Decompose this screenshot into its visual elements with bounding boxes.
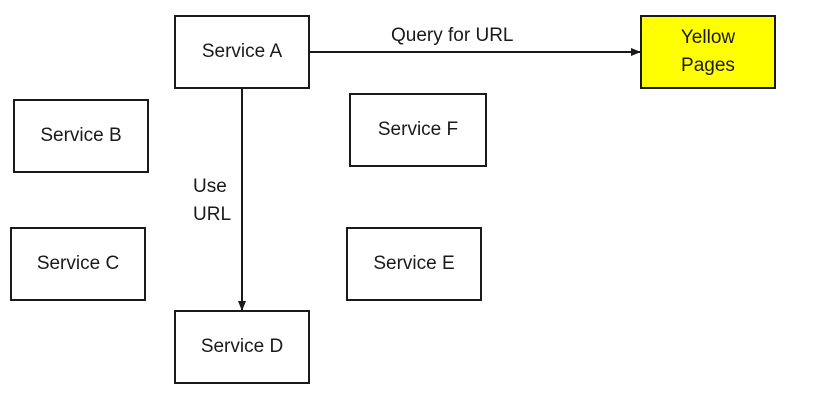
service-e-box: Service E [346,227,482,301]
yellow-pages-label: Yellow Pages [681,24,735,79]
yellow-pages-box: Yellow Pages [640,15,776,89]
use-url-line-2: URL [193,203,232,225]
service-b-label: Service B [40,125,122,147]
service-e-label: Service E [373,253,455,275]
use-url-label: Use URL [193,173,231,228]
service-a-box: Service A [174,15,310,89]
service-d-box: Service D [174,310,310,384]
service-f-label: Service F [377,119,459,141]
yellow-pages-line-2: Pages [681,55,735,76]
yellow-pages-line-1: Yellow [680,27,736,49]
service-c-box: Service C [10,227,146,301]
service-b-box: Service B [13,99,149,173]
service-f-box: Service F [349,93,487,167]
service-a-label: Service A [201,41,283,63]
query-for-url-label: Query for URL [391,25,514,46]
service-c-label: Service C [36,253,120,275]
use-url-line-1: Use [193,176,227,197]
service-d-label: Service D [200,336,284,358]
